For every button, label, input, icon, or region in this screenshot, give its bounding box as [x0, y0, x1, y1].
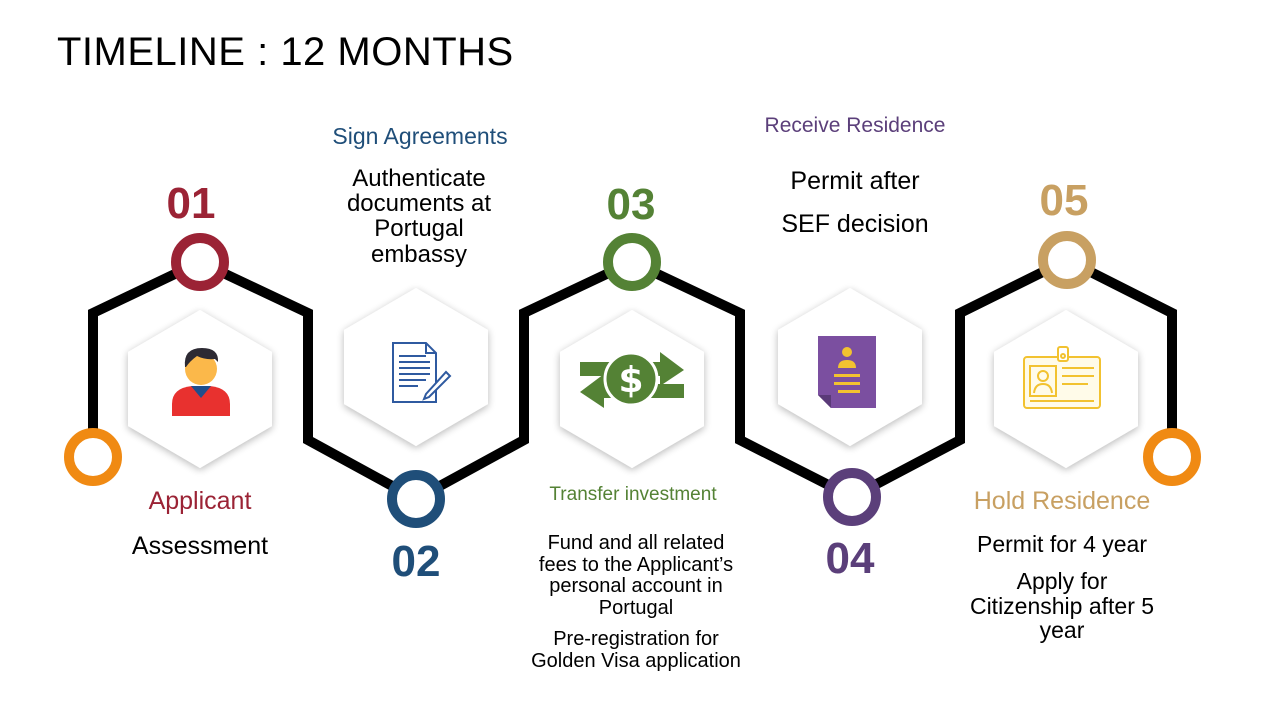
node-step-5 — [1038, 231, 1096, 289]
step-number-5: 05 — [1039, 176, 1089, 225]
document-pen-icon — [392, 342, 452, 403]
step-body-4-line-1: Permit after — [790, 167, 920, 195]
step-body-4: Permit after SEF decision — [745, 160, 965, 245]
step-body-3-line-2: Pre-registration for Golden Visa applica… — [531, 628, 741, 672]
svg-text:$: $ — [618, 360, 643, 401]
page-title: TIMELINE : 12 MONTHS — [57, 30, 514, 74]
step-body-1-line-1: Assessment — [131, 532, 269, 560]
step-number-4: 04 — [825, 534, 875, 583]
step-number-2: 02 — [391, 537, 441, 586]
node-step-3 — [603, 233, 661, 291]
step-body-5: Permit for 4 year Apply for Citizenship … — [952, 532, 1172, 643]
node-step-2 — [387, 470, 445, 528]
step-heading-2: Sign Agreements — [332, 123, 508, 149]
step-body-3-line-1: Fund and all related fees to the Applica… — [538, 532, 734, 619]
step-body-1: Assessment — [95, 532, 305, 561]
money-transfer-icon: $ — [580, 351, 684, 408]
step-body-3: Fund and all related fees to the Applica… — [528, 532, 744, 673]
end-node — [1143, 428, 1201, 486]
step-heading-3: Transfer investment — [549, 484, 717, 505]
id-card-icon — [1023, 346, 1101, 409]
step-body-5-line-1: Permit for 4 year — [977, 531, 1147, 557]
step-heading-5: Hold Residence — [973, 487, 1151, 515]
step-heading-4: Receive Residence — [764, 114, 946, 137]
start-node — [64, 428, 122, 486]
step-body-5-line-2: Apply for Citizenship after 5 year — [969, 567, 1155, 644]
node-step-1 — [171, 233, 229, 291]
person-icon — [172, 348, 230, 416]
step-number-1: 01 — [166, 179, 216, 228]
step-body-2: Authenticate documents at Portugal embas… — [330, 166, 508, 267]
step-body-2-line-1: Authenticate documents at Portugal embas… — [346, 165, 492, 268]
node-step-4 — [823, 468, 881, 526]
step-body-4-line-2: SEF decision — [781, 209, 929, 238]
step-number-3: 03 — [606, 180, 656, 229]
step-heading-1: Applicant — [148, 487, 252, 515]
permit-document-icon — [818, 336, 876, 408]
